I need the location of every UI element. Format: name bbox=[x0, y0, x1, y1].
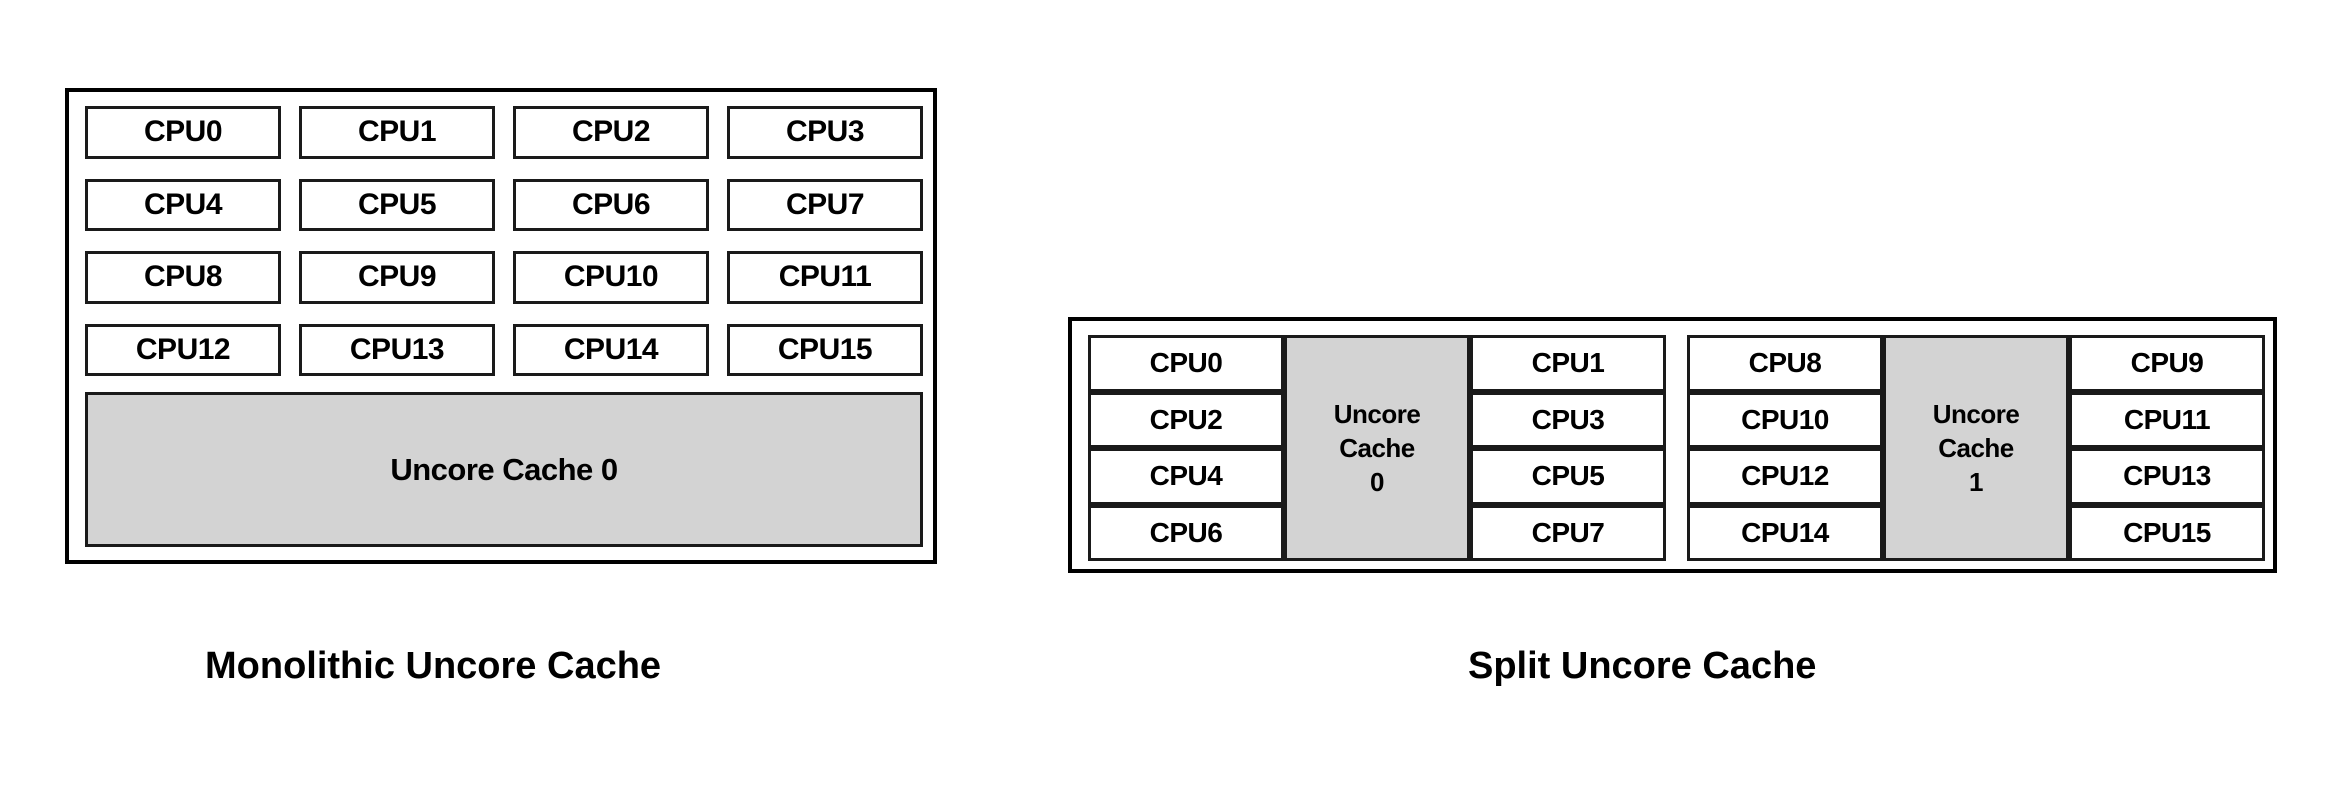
cpu-cell: CPU15 bbox=[2069, 504, 2265, 561]
uncore-cache-0-line3: 0 bbox=[1370, 467, 1384, 498]
cpu-cell: CPU5 bbox=[299, 178, 495, 231]
cpu-cell: CPU2 bbox=[1088, 391, 1284, 448]
cpu-cell: CPU2 bbox=[513, 106, 709, 159]
split-group-1-right-column: CPU9 CPU11 CPU13 CPU15 bbox=[2069, 335, 2265, 561]
cpu-cell: CPU7 bbox=[727, 178, 923, 231]
cpu-cell: CPU13 bbox=[299, 323, 495, 376]
split-uncore-cache-diagram: CPU0 CPU2 CPU4 CPU6 Uncore Cache 0 CPU1 … bbox=[1068, 317, 2277, 573]
cpu-cell: CPU5 bbox=[1470, 448, 1666, 505]
cpu-cell: CPU11 bbox=[2069, 391, 2265, 448]
cpu-cell: CPU1 bbox=[299, 106, 495, 159]
monolithic-uncore-cache-diagram: CPU0 CPU1 CPU2 CPU3 CPU4 CPU5 CPU6 CPU7 … bbox=[65, 88, 937, 564]
cpu-cell: CPU14 bbox=[513, 323, 709, 376]
split-group-1-left-column: CPU8 CPU10 CPU12 CPU14 bbox=[1687, 335, 1883, 561]
cpu-cell: CPU0 bbox=[1088, 335, 1284, 392]
cpu-cell: CPU6 bbox=[513, 178, 709, 231]
cpu-cell: CPU10 bbox=[513, 251, 709, 304]
uncore-cache-1-line3: 1 bbox=[1969, 467, 1983, 498]
split-group-0-left-column: CPU0 CPU2 CPU4 CPU6 bbox=[1088, 335, 1284, 561]
cpu-cell: CPU3 bbox=[1470, 391, 1666, 448]
uncore-cache-block: Uncore Cache 0 bbox=[85, 392, 923, 547]
cpu-cell: CPU4 bbox=[1088, 448, 1284, 505]
split-group-0: CPU0 CPU2 CPU4 CPU6 Uncore Cache 0 CPU1 … bbox=[1088, 335, 1666, 561]
monolithic-caption: Monolithic Uncore Cache bbox=[205, 645, 662, 687]
cpu-cell: CPU8 bbox=[1687, 335, 1883, 392]
cpu-cell: CPU10 bbox=[1687, 391, 1883, 448]
uncore-cache-0-line2: Cache bbox=[1339, 432, 1415, 463]
cpu-cell: CPU14 bbox=[1687, 504, 1883, 561]
split-caption: Split Uncore Cache bbox=[1468, 645, 1817, 687]
cpu-cell: CPU12 bbox=[1687, 448, 1883, 505]
uncore-cache-block-1: Uncore Cache 1 bbox=[1883, 335, 2069, 561]
cpu-cell: CPU13 bbox=[2069, 448, 2265, 505]
split-group-0-right-column: CPU1 CPU3 CPU5 CPU7 bbox=[1470, 335, 1666, 561]
uncore-cache-block-0: Uncore Cache 0 bbox=[1284, 335, 1470, 561]
cpu-cell: CPU9 bbox=[2069, 335, 2265, 392]
uncore-cache-0-line1: Uncore bbox=[1333, 398, 1421, 429]
cpu-cell: CPU12 bbox=[85, 323, 281, 376]
split-group-1: CPU8 CPU10 CPU12 CPU14 Uncore Cache 1 CP… bbox=[1687, 335, 2265, 561]
cpu-cell: CPU15 bbox=[727, 323, 923, 376]
uncore-cache-1-line1: Uncore bbox=[1932, 398, 2020, 429]
cpu-cell: CPU1 bbox=[1470, 335, 1666, 392]
monolithic-cpu-grid: CPU0 CPU1 CPU2 CPU3 CPU4 CPU5 CPU6 CPU7 … bbox=[85, 106, 923, 376]
uncore-cache-1-line2: Cache bbox=[1938, 432, 2014, 463]
cpu-cell: CPU0 bbox=[85, 106, 281, 159]
cpu-cell: CPU3 bbox=[727, 106, 923, 159]
cpu-cell: CPU4 bbox=[85, 178, 281, 231]
cpu-cell: CPU9 bbox=[299, 251, 495, 304]
cpu-cell: CPU6 bbox=[1088, 504, 1284, 561]
cpu-cell: CPU8 bbox=[85, 251, 281, 304]
cpu-cell: CPU11 bbox=[727, 251, 923, 304]
cpu-cell: CPU7 bbox=[1470, 504, 1666, 561]
